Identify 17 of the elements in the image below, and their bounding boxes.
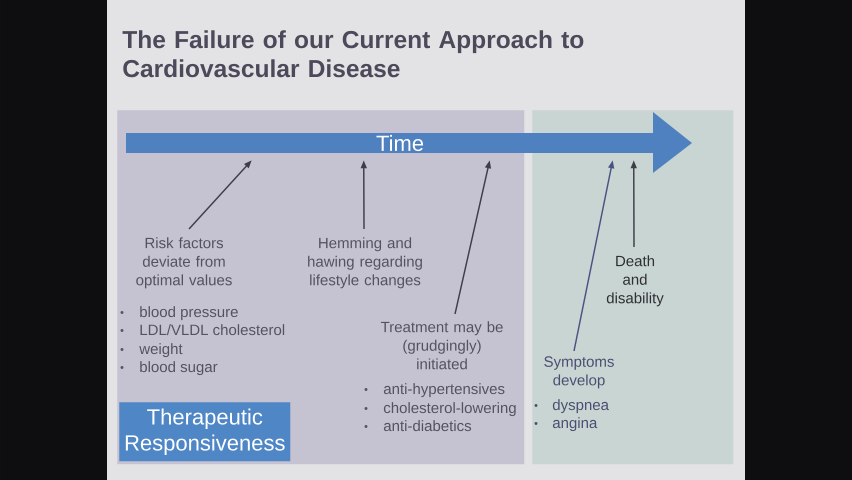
slide-title: The Failure of our Current Approach to Cardiovascular Disease [122, 30, 584, 78]
list-item: blood pressure [140, 306, 238, 320]
list-item: anti-hypertensives [384, 383, 504, 398]
list-item: weight [139, 343, 182, 358]
annotation-text: Risk factors deviate from optimal values [136, 237, 232, 288]
list-item: cholesterol-lowering [384, 402, 516, 416]
list-item: dyspnea [552, 399, 609, 414]
list-item: LDL/VLDL cholesterol [140, 324, 284, 336]
shaded-panel [532, 110, 734, 464]
annotation-text: Death and disability [606, 255, 664, 306]
label-box: Therapeutic Responsiveness [119, 402, 290, 462]
annotation-text: Treatment may be (grudgingly) initiated [380, 321, 503, 370]
annotation-text: Symptoms develop [544, 356, 614, 388]
list-item: blood sugar [140, 361, 218, 376]
annotation-text: Hemming and hawing regarding lifestyle changes [308, 237, 422, 288]
list-item: anti-diabetics [384, 420, 472, 432]
list-item: angina [552, 417, 598, 432]
